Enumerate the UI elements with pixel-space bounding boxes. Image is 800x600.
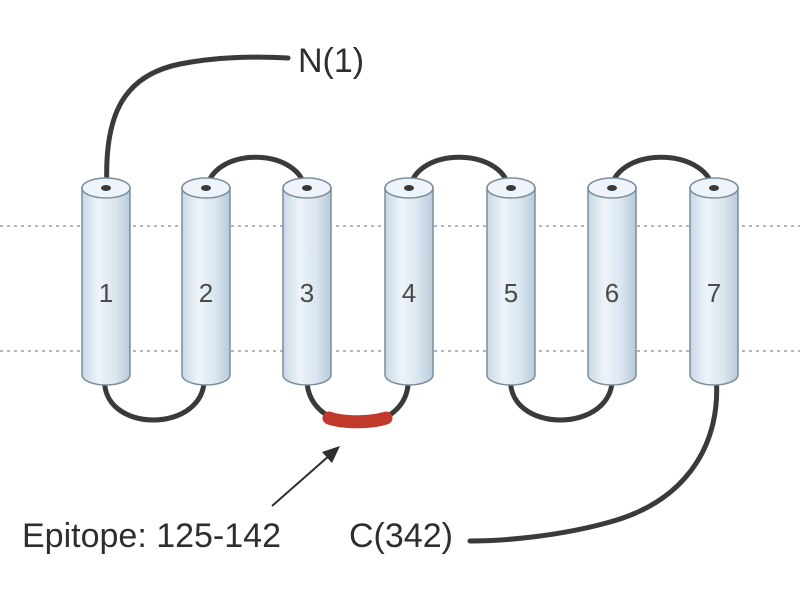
- extracellular-loop-1: [204, 154, 308, 191]
- c-terminus-label: C(342): [349, 517, 453, 555]
- helix-body: [181, 187, 231, 386]
- helix-2: 2: [181, 177, 231, 386]
- helix-number: 6: [605, 278, 619, 308]
- helix-body: [486, 187, 536, 386]
- loop-junction: [709, 185, 719, 191]
- helix-number: 5: [504, 278, 518, 308]
- helix-number: 4: [402, 278, 416, 308]
- intracellular-loop-3: [508, 372, 615, 423]
- loop-junction: [201, 185, 211, 191]
- helix-number: 7: [707, 278, 721, 308]
- helix-body: [81, 187, 131, 386]
- n-terminal-tail: [104, 54, 291, 191]
- intracellular-loop-1: [102, 372, 207, 423]
- helix-body: [384, 187, 434, 386]
- helix-body: [689, 187, 739, 386]
- epitope-pointer-arrow: [271, 446, 340, 507]
- helix-body: [282, 187, 332, 386]
- epitope-label: Epitope: 125-142: [22, 517, 281, 555]
- extracellular-loop-3: [608, 154, 716, 191]
- epitope-segment: [322, 411, 393, 429]
- helix-number: 2: [199, 278, 213, 308]
- loop-junction: [506, 185, 516, 191]
- loop-junction: [404, 185, 414, 191]
- loop-junction: [607, 185, 617, 191]
- helix-number: 3: [300, 278, 314, 308]
- extracellular-loop-2: [407, 154, 512, 191]
- helix-4: 4: [384, 177, 434, 386]
- helix-number: 1: [99, 278, 113, 308]
- n-terminus-label: N(1): [298, 42, 365, 80]
- loop-junction: [101, 185, 111, 191]
- helix-3: 3: [282, 177, 332, 386]
- helix-1: 1: [81, 177, 131, 386]
- loop-junction: [302, 185, 312, 191]
- helix-5: 5: [486, 177, 536, 386]
- helix-7: 7: [689, 177, 739, 386]
- helix-body: [587, 187, 637, 386]
- helix-6: 6: [587, 177, 637, 386]
- c-terminal-tail: [467, 372, 720, 544]
